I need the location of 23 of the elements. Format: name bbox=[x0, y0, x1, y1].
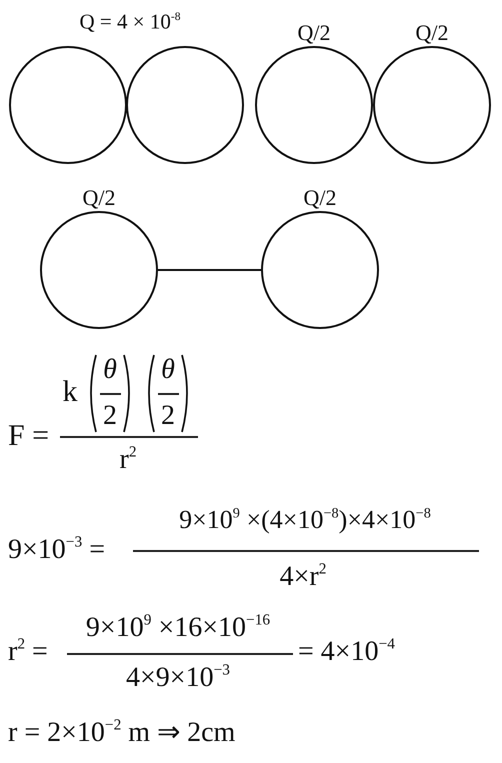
formula-text: θ bbox=[161, 356, 175, 384]
formula-text: θ bbox=[103, 356, 117, 384]
formula-text: 4×r$^{2}$ bbox=[280, 563, 326, 591]
charge-label: Q/2 bbox=[416, 22, 448, 44]
formula-text: 4×9×10$^{−3}$ bbox=[126, 664, 230, 692]
formula-text: 9×10$^{9}$ ×(4×10$^{−8}$)×4×10$^{−8}$ bbox=[179, 507, 431, 533]
formula-text: r$^{2}$ bbox=[119, 446, 137, 474]
charge-value: Q = 4 × 10$^{-8}$ bbox=[80, 12, 180, 32]
formula-text: = 4×10$^{−4}$ bbox=[298, 638, 395, 666]
formula-text: F = bbox=[8, 421, 50, 451]
formula-text: 2 bbox=[103, 402, 117, 430]
connecting-wire bbox=[158, 269, 261, 271]
formula-text: 2 bbox=[161, 402, 175, 430]
sphere-circle bbox=[126, 46, 244, 164]
formula-text: r$^{2}$ = bbox=[8, 638, 48, 666]
charge-label: Q/2 bbox=[298, 22, 330, 44]
sphere-circle bbox=[9, 46, 127, 164]
formula-text: r = 2×10$^{−2}$ m ⇒ 2cm bbox=[8, 719, 236, 747]
charge-label: Q/2 bbox=[304, 187, 336, 209]
charge-label: Q/2 bbox=[82, 187, 116, 209]
formula-text: 9×10$^{9}$ ×16×10$^{−16}$ bbox=[86, 614, 270, 642]
formula-text: k bbox=[62, 377, 78, 407]
formula-text: 9×10$^{−3}$ = bbox=[8, 536, 105, 564]
